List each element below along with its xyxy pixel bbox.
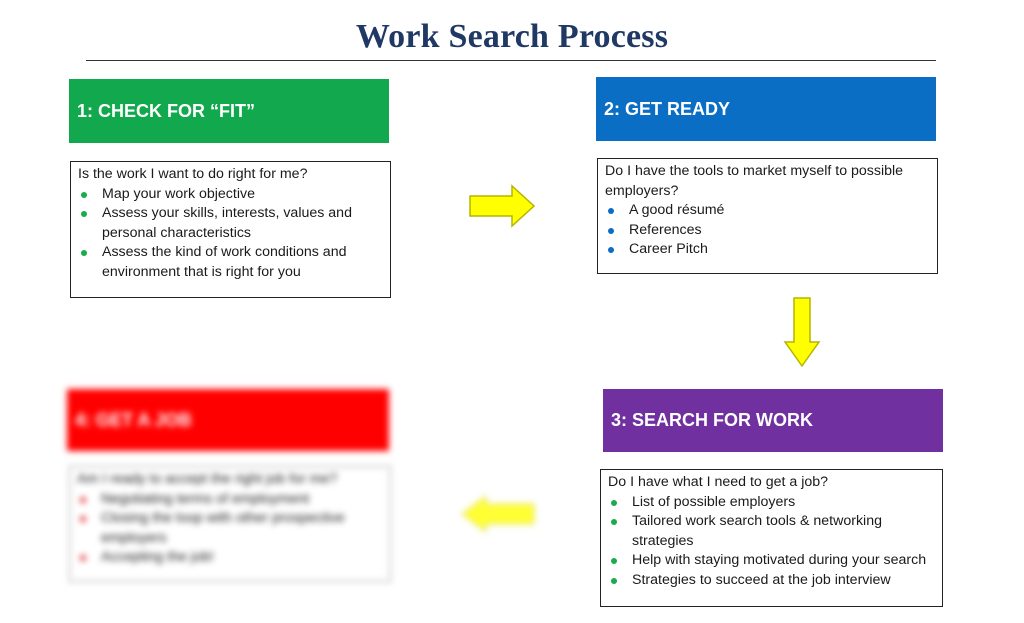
step2-bullet-3: Career Pitch — [629, 241, 708, 258]
step3-question: Do I have what I need to get a job? — [608, 474, 829, 490]
bullet-icon — [81, 191, 87, 198]
list-item: List of possible employers — [608, 493, 936, 513]
bullet-icon — [80, 516, 86, 523]
step1-bullet-1: Map your work objective — [102, 185, 255, 202]
step1-list: Map your work objective Assess your skil… — [78, 185, 384, 283]
list-item: Assess the kind of work conditions and e… — [78, 243, 384, 282]
list-item: Career Pitch — [605, 240, 931, 260]
bullet-icon — [80, 555, 86, 562]
step2-bullet-2: References — [629, 221, 702, 238]
list-item: Accepting the job! — [77, 548, 384, 568]
list-item: Strategies to succeed at the job intervi… — [608, 571, 936, 591]
step3-header: 3: SEARCH FOR WORK — [603, 389, 943, 452]
right-arrow-icon — [469, 184, 536, 228]
step1-header: 1: CHECK FOR “FIT” — [69, 79, 389, 143]
bullet-icon — [80, 496, 86, 503]
step3-bullet-1: List of possible employers — [632, 493, 796, 510]
step1-bullet-2: Assess your skills, interests, values an… — [102, 205, 352, 241]
list-item: Map your work objective — [78, 185, 384, 205]
step2-header: 2: GET READY — [596, 77, 936, 141]
step1-question: Is the work I want to do right for me? — [78, 166, 308, 182]
left-arrow-icon — [461, 495, 535, 533]
bullet-icon — [611, 558, 617, 565]
step3-bullet-3: Help with staying motivated during your … — [632, 552, 927, 569]
step3-list: List of possible employers Tailored work… — [608, 493, 936, 591]
down-arrow-icon — [783, 297, 821, 368]
bullet-icon — [608, 208, 614, 215]
page-title: Work Search Process — [355, 18, 669, 55]
step3-bullet-2: Tailored work search tools & networking … — [632, 513, 882, 549]
list-item: Negotiating terms of employment — [77, 490, 384, 510]
step1-heading: 1: CHECK FOR “FIT” — [77, 100, 255, 121]
bullet-icon — [611, 577, 617, 584]
step2-box: Do I have the tools to market myself to … — [597, 158, 938, 274]
step2-heading: 2: GET READY — [604, 98, 731, 119]
step4-box: Am I ready to accept the right job for m… — [69, 466, 391, 582]
list-item: Assess your skills, interests, values an… — [78, 204, 384, 243]
list-item: Tailored work search tools & networking … — [608, 512, 936, 551]
bullet-icon — [611, 499, 617, 506]
bullet-icon — [81, 250, 87, 257]
step4-bullet-2: Closing the loop with other prospective … — [101, 510, 345, 546]
step1-bullet-3: Assess the kind of work conditions and e… — [102, 244, 347, 280]
step1-box: Is the work I want to do right for me? M… — [70, 161, 391, 298]
bullet-icon — [608, 227, 614, 234]
bullet-icon — [81, 211, 87, 218]
step3-box: Do I have what I need to get a job? List… — [600, 469, 943, 607]
step2-bullet-1: A good résumé — [629, 202, 725, 219]
step4-list: Negotiating terms of employment Closing … — [77, 490, 384, 568]
step4-bullet-3: Accepting the job! — [101, 549, 214, 566]
step4-heading: 4: GET A JOB — [75, 409, 192, 430]
list-item: Help with staying motivated during your … — [608, 551, 936, 571]
title-underline — [86, 60, 936, 61]
step4-header: 4: GET A JOB — [67, 389, 389, 451]
list-item: Closing the loop with other prospective … — [77, 509, 384, 548]
step2-question: Do I have the tools to market myself to … — [605, 163, 904, 199]
step3-heading: 3: SEARCH FOR WORK — [611, 410, 813, 430]
bullet-icon — [611, 519, 617, 526]
list-item: References — [605, 221, 931, 241]
step4-bullet-1: Negotiating terms of employment — [101, 490, 310, 507]
step4-question: Am I ready to accept the right job for m… — [77, 471, 338, 487]
bullet-icon — [608, 247, 614, 254]
list-item: A good résumé — [605, 201, 931, 221]
step3-bullet-4: Strategies to succeed at the job intervi… — [632, 571, 891, 588]
step2-list: A good résumé References Career Pitch — [605, 201, 931, 260]
